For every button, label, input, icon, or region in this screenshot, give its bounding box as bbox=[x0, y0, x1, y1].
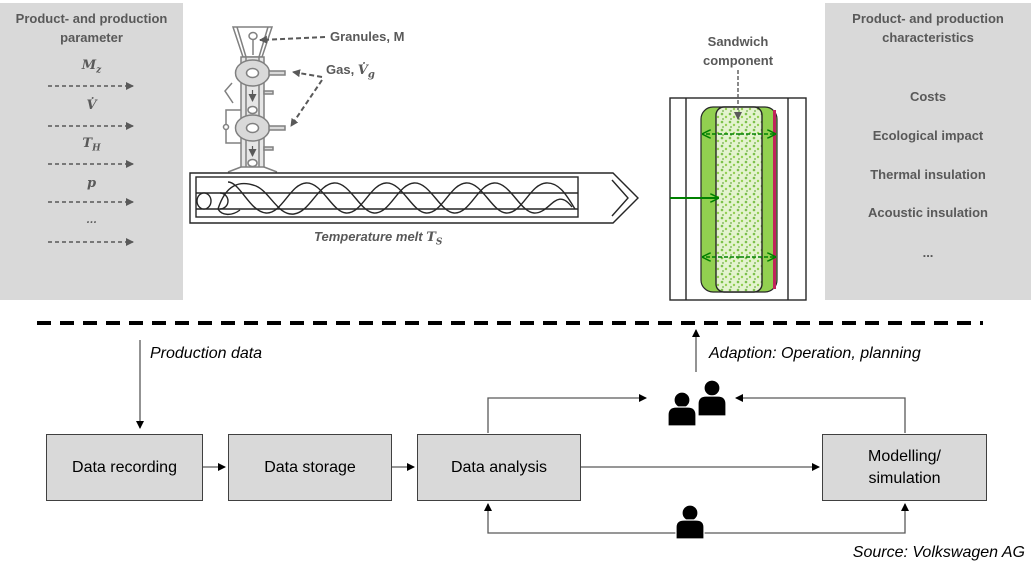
param-vdot: V̇ bbox=[86, 98, 97, 113]
box-label: Data analysis bbox=[450, 458, 548, 476]
characteristic-acoustic-insulation: Acoustic insulation bbox=[868, 205, 988, 220]
data-storage-box: Data storage bbox=[228, 434, 392, 501]
modelling-simulation-box: Modelling/simulation bbox=[822, 434, 987, 501]
param-th: TH bbox=[82, 136, 101, 154]
user-icon bbox=[697, 379, 727, 417]
gas-callout-upper bbox=[292, 69, 323, 78]
granules-callout bbox=[259, 35, 326, 44]
data-recording-box: Data recording bbox=[46, 434, 203, 501]
extruder-screw-icon bbox=[189, 172, 639, 224]
param-p: p bbox=[86, 176, 97, 191]
title-line-1: Product- and production bbox=[15, 11, 168, 26]
temperature-melt-label: Temperature melt TS bbox=[314, 229, 443, 248]
production-data-label: Production data bbox=[150, 345, 263, 362]
parameter-arrows bbox=[48, 82, 134, 246]
sandwich-component-icon bbox=[700, 106, 778, 293]
characteristic-ecological-impact: Ecological impact bbox=[872, 128, 984, 143]
expert-feedback-user-icon bbox=[675, 504, 705, 540]
data-analysis-box: Data analysis bbox=[417, 434, 581, 501]
gas-label: Gas, V̇g bbox=[326, 62, 375, 81]
param-more: ... bbox=[86, 215, 97, 226]
callout-arrows bbox=[259, 35, 326, 127]
characteristic-costs: Costs bbox=[909, 89, 947, 104]
characteristic-more: ... bbox=[922, 245, 934, 260]
source-label: Source: Volkswagen AG bbox=[852, 544, 1025, 561]
title-line-2: characteristics bbox=[882, 30, 974, 45]
param-mz: Mz bbox=[81, 58, 102, 76]
title-line-1: Product- and production bbox=[852, 11, 1004, 26]
parameter-panel-title: Product- and production parameter bbox=[0, 9, 183, 47]
title-line-2: parameter bbox=[60, 30, 123, 45]
flow-connectors bbox=[136, 329, 909, 534]
user-icon bbox=[667, 391, 697, 427]
box-label: Data storage bbox=[264, 458, 356, 476]
sandwich-flow-arrows bbox=[670, 134, 775, 257]
hopper-column-icon bbox=[222, 26, 286, 173]
characteristic-thermal-insulation: Thermal insulation bbox=[870, 167, 986, 182]
box-label: Data recording bbox=[72, 458, 177, 476]
characteristics-panel: Product- and production characteristics … bbox=[825, 3, 1031, 300]
characteristics-panel-title: Product- and production characteristics bbox=[825, 9, 1031, 47]
gas-callout-lower bbox=[290, 79, 323, 127]
feedback-to-analysis-arrow bbox=[484, 503, 690, 534]
experts-group-icon bbox=[667, 379, 727, 427]
sandwich-skin-layer bbox=[773, 110, 776, 289]
analysis-to-experts-arrow bbox=[487, 394, 647, 433]
modelling-to-experts-arrow bbox=[735, 394, 906, 433]
granules-label: Granules, M bbox=[330, 29, 405, 44]
feedback-to-modelling-arrow bbox=[690, 503, 909, 534]
parameter-panel: Product- and production parameter Mz V̇ … bbox=[0, 3, 183, 300]
box-label: Modelling/simulation bbox=[868, 447, 941, 487]
adaption-label: Adaption: Operation, planning bbox=[709, 345, 921, 362]
